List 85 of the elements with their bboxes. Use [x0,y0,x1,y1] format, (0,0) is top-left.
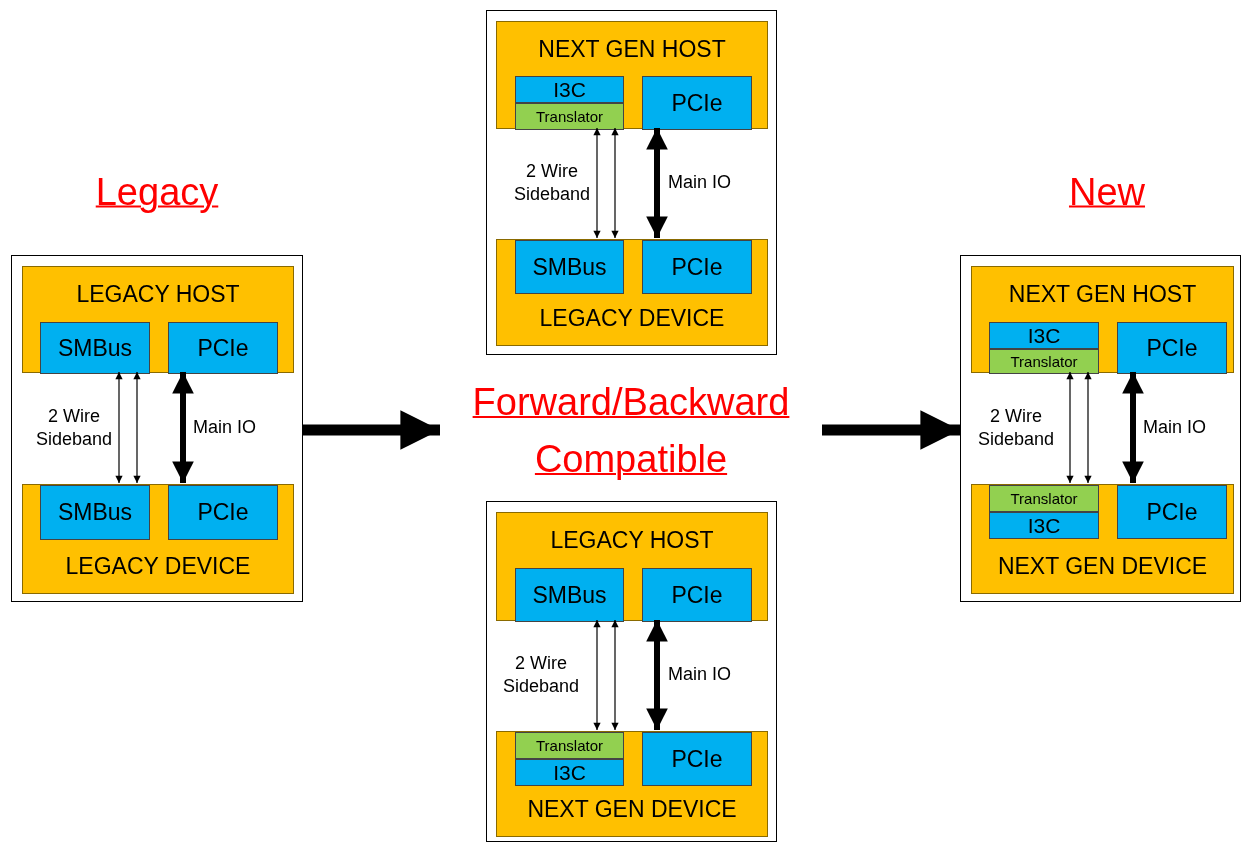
translator-box [515,732,624,759]
host-block [971,266,1234,373]
interface-box [642,732,752,786]
edge-label: 2 Wire Sideband [34,404,114,451]
box-label: SMBus [531,252,608,282]
double-arrow [1122,372,1144,483]
box-label: LEGACY HOST [75,279,241,309]
interface-box [515,240,624,294]
double-arrow [133,371,141,484]
box-label: Translator [1009,352,1079,372]
section-title: New [1069,170,1145,214]
device-block [971,484,1234,594]
interface-box [642,568,752,622]
interface-box [515,759,624,786]
box-label: PCIe [670,580,724,610]
interface-box [515,568,624,622]
interface-box [642,76,752,130]
interface-box [40,485,150,540]
interface-box [1117,322,1227,374]
arrow [822,410,960,450]
box-label: Translator [535,107,604,127]
box-label: LEGACY HOST [549,525,715,555]
device-block [496,239,768,346]
panel-box [960,255,1241,602]
double-arrow [593,127,601,239]
box-label: LEGACY DEVICE [64,551,252,581]
edge-label: Main IO [668,663,732,687]
heading-text: Forward/Backward Compatible [471,380,791,482]
double-arrow [646,128,668,238]
double-arrow [646,620,668,730]
interface-box [515,76,624,103]
panel-box [486,10,777,355]
double-arrow [115,371,123,484]
panel-box [11,255,303,602]
box-label: PCIe [670,88,724,118]
double-arrow [611,619,619,731]
box-label: LEGACY DEVICE [538,303,726,333]
host-block [22,266,294,373]
interface-box [989,512,1099,539]
box-label: SMBus [531,580,608,610]
box-label: PCIe [670,744,724,774]
double-arrow [611,127,619,239]
box-label: SMBus [56,498,134,527]
box-label: SMBus [56,333,134,363]
box-label: I3C [1026,323,1062,348]
edge-label: 2 Wire Sideband [501,651,581,698]
interface-box [642,240,752,294]
double-arrow [1084,371,1092,484]
interface-box [40,322,150,374]
edge-label: Main IO [668,171,732,195]
box-label: NEXT GEN HOST [537,34,727,64]
box-label: PCIe [670,252,724,282]
double-arrow [1066,371,1074,484]
interface-box [989,322,1099,349]
box-label: PCIe [1145,497,1199,527]
box-label: Translator [535,736,604,756]
box-label: NEXT GEN HOST [1007,279,1198,309]
edge-label: 2 Wire Sideband [976,404,1056,451]
double-arrow [593,619,601,731]
box-label: I3C [552,77,587,102]
edge-label: 2 Wire Sideband [512,159,592,206]
box-label: PCIe [196,333,250,363]
translator-box [989,349,1099,374]
double-arrow [172,372,194,483]
device-block [496,731,768,837]
box-label: I3C [552,760,587,785]
box-label: NEXT GEN DEVICE [996,551,1209,581]
interface-box [168,322,278,374]
box-label: PCIe [1145,333,1199,363]
edge-label: Main IO [193,415,257,439]
device-block [22,484,294,594]
panel-box [486,501,777,842]
edge-label: Main IO [1143,415,1207,439]
interface-box [168,485,278,540]
host-block [496,21,768,129]
arrow [303,410,440,450]
box-label: PCIe [196,498,250,527]
translator-box [515,103,624,130]
interface-box [1117,485,1227,539]
section-title: Legacy [95,170,219,214]
translator-box [989,485,1099,512]
box-label: NEXT GEN DEVICE [526,794,738,824]
host-block [496,512,768,621]
box-label: I3C [1026,513,1062,538]
box-label: Translator [1009,489,1079,509]
